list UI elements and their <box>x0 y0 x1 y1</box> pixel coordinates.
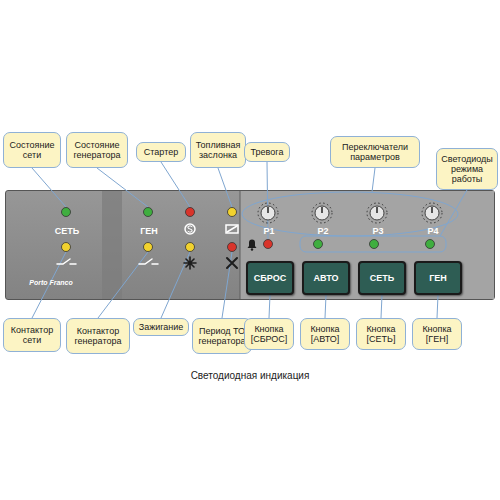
rotary-switch <box>261 206 275 220</box>
callout-box: Стартер <box>136 142 186 162</box>
callout-text: Контактор сети <box>6 325 58 345</box>
led-yellow <box>228 208 237 217</box>
panel-button: ГЕН <box>414 261 462 295</box>
callout-text: Светодиоды режима работы <box>439 154 495 184</box>
callout-box: Период ТО генератора <box>192 318 252 354</box>
button-label: СБРОС <box>254 273 286 283</box>
callout-box: Состояние генератора <box>66 132 128 168</box>
callout-text: Кнопка [СЕТЬ] <box>359 324 403 344</box>
alarm-bell-symbol <box>251 248 253 250</box>
rotary-switch <box>315 206 329 220</box>
panel-section <box>240 191 494 299</box>
led-yellow <box>186 243 195 252</box>
callout-text: Тревога <box>251 147 284 157</box>
callout-box: Контактор сети <box>3 318 61 352</box>
switch-pointer <box>267 207 269 213</box>
panel-label: Porto Franco <box>11 277 91 289</box>
callout-box: Светодиоды режима работы <box>436 148 498 190</box>
rotary-switch <box>425 206 439 220</box>
alarm-bell-symbol <box>248 240 257 249</box>
leader-line <box>437 295 438 318</box>
leader-line <box>325 295 326 318</box>
callout-box: Контактор генератора <box>66 318 130 354</box>
led-red <box>264 240 273 249</box>
callout-box: Кнопка [АВТО] <box>300 318 350 350</box>
led-green <box>314 240 323 249</box>
callout-text: Кнопка [АВТО] <box>303 324 347 344</box>
callout-text: Кнопка [СБРОС] <box>247 324 291 344</box>
leader-line <box>372 168 375 192</box>
switch-scale <box>312 203 332 223</box>
led-red <box>186 208 195 217</box>
switch-group-outline <box>242 192 458 236</box>
callout-text: Зажигание <box>139 322 184 332</box>
panel-divider <box>240 191 241 299</box>
led-yellow <box>144 243 153 252</box>
callout-box: Кнопка [СБРОС] <box>244 318 294 350</box>
switch-scale <box>367 203 387 223</box>
callout-text: Период ТО генератора <box>195 326 249 346</box>
parameter-switches <box>258 203 442 223</box>
mode-led-outline <box>300 236 446 252</box>
callout-box: Зажигание <box>133 318 189 336</box>
led-red <box>228 243 237 252</box>
callout-box: Кнопка [ГЕН] <box>412 318 462 350</box>
ignition-symbol <box>184 257 196 269</box>
switch-scale <box>258 203 278 223</box>
led-yellow <box>62 243 71 252</box>
callout-box: Тревога <box>244 142 290 162</box>
leader-line <box>381 295 382 318</box>
callout-box: Кнопка [СЕТЬ] <box>356 318 406 350</box>
callout-text: Контактор генератора <box>69 326 127 346</box>
panel-label: P1 <box>254 225 284 237</box>
callout-box: Состояние сети <box>3 132 61 168</box>
leader-line <box>440 190 467 236</box>
led-green <box>62 208 71 217</box>
callout-text: Кнопка [ГЕН] <box>415 324 459 344</box>
callout-text: Состояние сети <box>6 140 58 160</box>
switch-pointer <box>431 207 433 213</box>
button-label: СЕТЬ <box>370 273 394 283</box>
led-green <box>144 208 153 217</box>
figure-caption: Светодиодная индикация <box>0 370 500 381</box>
panel-button: СЕТЬ <box>358 261 406 295</box>
callout-box: Переключатели параметров <box>330 136 420 168</box>
panel-label: СЕТЬ <box>37 225 97 237</box>
callout-text: Топливная заслонка <box>193 140 243 160</box>
rotary-switch <box>370 206 384 220</box>
callout-text: Стартер <box>144 147 178 157</box>
switch-scale <box>422 203 442 223</box>
callout-box: Топливная заслонка <box>190 132 246 168</box>
panel-label: P2 <box>308 225 338 237</box>
button-label: АВТО <box>314 273 339 283</box>
panel-label: P3 <box>363 225 393 237</box>
panel-button: АВТО <box>302 261 350 295</box>
button-label: ГЕН <box>429 273 447 283</box>
callout-text: Переключатели параметров <box>333 142 417 162</box>
callout-text: Состояние генератора <box>69 140 125 160</box>
led-green <box>426 240 435 249</box>
panel-button: СБРОС <box>246 261 294 295</box>
leader-line <box>269 295 270 318</box>
switch-pointer <box>321 207 323 213</box>
switch-pointer <box>376 207 378 213</box>
led-green <box>370 240 379 249</box>
panel-label: P4 <box>418 225 448 237</box>
panel-label: ГЕН <box>119 225 179 237</box>
panel-band <box>102 191 122 299</box>
